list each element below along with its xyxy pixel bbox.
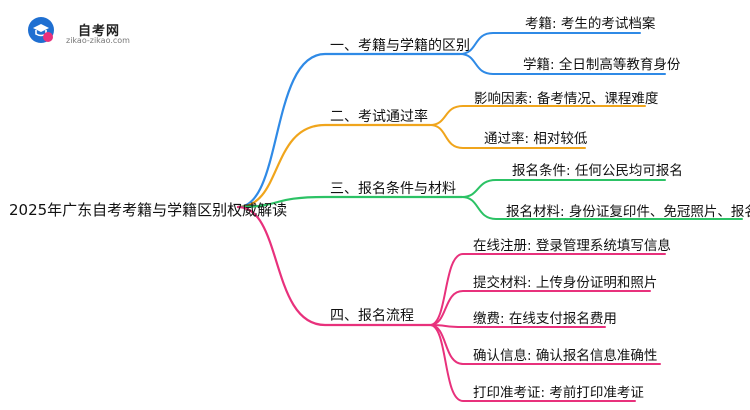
branch-3-leaf-2-connector	[461, 196, 743, 220]
branch-2-leaf-2[interactable]: 通过率: 相对较低	[484, 131, 588, 147]
branch-4-leaf-3[interactable]: 缴费: 在线支付报名费用	[473, 311, 617, 327]
branch-4-leaf-5[interactable]: 打印准考证: 考前打印准考证	[473, 385, 644, 401]
branch-1-leaf-1[interactable]: 考籍: 考生的考试档案	[525, 16, 656, 32]
branch-1-connector	[236, 52, 462, 209]
graduation-cap-icon	[28, 17, 54, 43]
branch-3-label[interactable]: 三、报名条件与材料	[330, 181, 456, 197]
branch-4-leaf-1[interactable]: 在线注册: 登录管理系统填写信息	[473, 238, 671, 254]
branch-4-leaf-4[interactable]: 确认信息: 确认报名信息准确性	[473, 348, 658, 364]
branch-3-leaf-1-connector	[461, 179, 666, 198]
root-topic[interactable]: 2025年广东自考考籍与学籍区别权威解读	[9, 201, 288, 219]
branch-2-connector	[236, 123, 432, 209]
branch-4-leaf-5-connector	[429, 324, 636, 402]
branch-1-label[interactable]: 一、考籍与学籍的区别	[330, 38, 470, 54]
branch-3-leaf-2[interactable]: 报名材料: 身份证复印件、免冠照片、报名表	[506, 204, 750, 220]
branch-2-leaf-1[interactable]: 影响因素: 备考情况、课程难度	[474, 91, 659, 107]
branch-4-leaf-1-connector	[429, 253, 666, 326]
branch-3-connector	[236, 195, 464, 209]
branch-2-label[interactable]: 二、考试通过率	[330, 109, 428, 125]
branch-2-leaf-2-connector	[429, 124, 586, 149]
branch-3-leaf-1[interactable]: 报名条件: 任何公民均可报名	[512, 163, 683, 179]
branch-1-leaf-2-connector	[459, 53, 666, 75]
site-logo[interactable]: 自考网 zikao-zikao.com	[28, 17, 158, 51]
branch-4-leaf-2[interactable]: 提交材料: 上传身份证明和照片	[473, 275, 658, 291]
logo-title: 自考网	[78, 24, 121, 39]
logo-url: zikao-zikao.com	[66, 36, 130, 45]
branch-1-leaf-1-connector	[459, 32, 641, 55]
branch-1-leaf-2[interactable]: 学籍: 全日制高等教育身份	[523, 57, 681, 73]
branch-4-leaf-2-connector	[429, 290, 651, 326]
branch-4-connector	[236, 205, 432, 327]
branch-2-leaf-1-connector	[429, 105, 646, 126]
branch-4-label[interactable]: 四、报名流程	[330, 308, 414, 324]
